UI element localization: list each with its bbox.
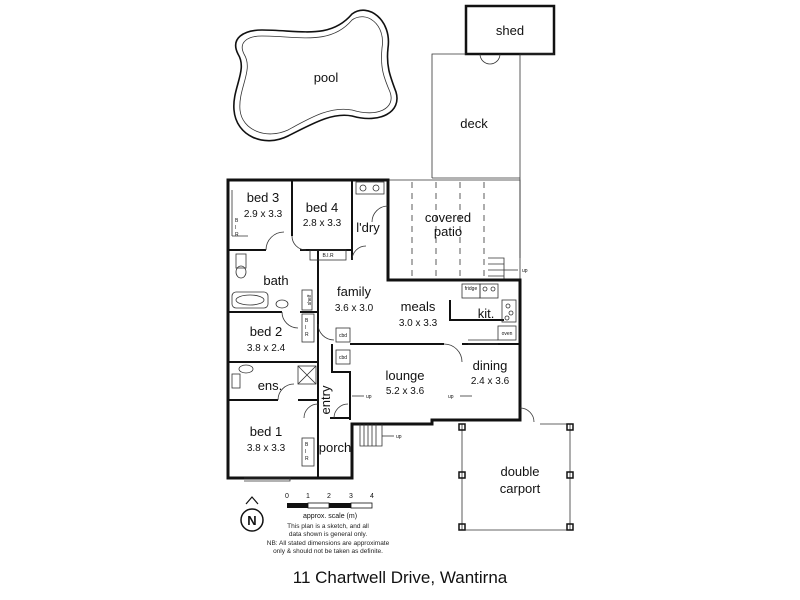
carport: double carport <box>458 423 574 531</box>
scale-label: approx. scale (m) <box>303 513 357 520</box>
porch: porch <box>319 440 352 455</box>
family: family 3.6 x 3.0 cbd cbd <box>335 284 374 365</box>
dining-dim: 2.4 x 3.6 <box>471 376 510 387</box>
ldry-label: l'dry <box>356 220 380 235</box>
bed3-label: bed 3 <box>247 190 280 205</box>
bed2-bir-b: B <box>305 318 309 324</box>
bed4-bir-label: B.I.R <box>322 253 334 259</box>
bed4: bed 4 2.8 x 3.3 B.I.R <box>291 200 347 261</box>
family-dim: 3.6 x 3.0 <box>335 303 374 314</box>
bed4-label: bed 4 <box>306 200 339 215</box>
bed1-dim: 3.8 x 3.3 <box>247 443 286 454</box>
disclaimer-line1: This plan is a sketch, and all <box>287 523 369 530</box>
scale-tick-0: 0 <box>285 493 289 500</box>
wall-oven-label: oven <box>502 331 513 337</box>
bed3-bir-r: R <box>235 232 239 238</box>
pool-area: pool <box>233 9 398 142</box>
lounge: lounge 5.2 x 3.6 up <box>352 343 463 400</box>
dining-up-label: up <box>448 394 454 400</box>
laundry: l'dry <box>351 181 389 261</box>
deck-label: deck <box>460 116 488 131</box>
bed1-bir-b: B <box>305 442 309 448</box>
kit-label: kit. <box>478 306 495 321</box>
cbd-label-1: cbd <box>339 333 347 339</box>
covered-patio: covered patio up <box>388 179 528 281</box>
shed: shed <box>464 4 556 65</box>
scale-tick-1: 1 <box>306 493 310 500</box>
kitchen: fridge kit. oven <box>461 283 517 345</box>
disclaimer-line4: only & should not be taken as definite. <box>273 548 383 555</box>
front-steps: up <box>359 424 402 447</box>
meals: meals 3.0 x 3.3 <box>399 299 438 329</box>
bed2-dim: 3.8 x 2.4 <box>247 343 286 354</box>
fridge-label-1: fridge <box>465 286 478 292</box>
bed3-bir-i: I <box>235 225 236 231</box>
lounge-dim: 5.2 x 3.6 <box>386 386 425 397</box>
scale-tick-4: 4 <box>370 493 374 500</box>
steps-up-label: up <box>396 434 402 440</box>
covered-patio-label-1: covered <box>425 210 471 225</box>
compass-icon: N <box>240 496 264 532</box>
dining-label: dining <box>473 358 508 373</box>
dining: dining 2.4 x 3.6 up <box>448 358 535 423</box>
bed2-label: bed 2 <box>250 324 283 339</box>
bed1-bir-i: I <box>305 449 306 455</box>
disclaimer-line3: NB: All stated dimensions are approximat… <box>267 540 390 547</box>
disclaimer: This plan is a sketch, and all data show… <box>267 523 390 555</box>
lounge-label: lounge <box>385 368 424 383</box>
bed3: bed 3 2.9 x 3.3 B I R <box>231 190 285 251</box>
lounge-up-label: up <box>366 394 372 400</box>
entry: entry <box>318 385 349 419</box>
bed1-bir-r: R <box>305 456 309 462</box>
carport-label-2: carport <box>500 481 541 496</box>
porch-label: porch <box>319 440 352 455</box>
meals-label: meals <box>401 299 436 314</box>
compass-letter: N <box>247 513 256 528</box>
bed2-bir-i: I <box>305 325 306 331</box>
carport-label-1: double <box>500 464 539 479</box>
bed1: bed 1 3.8 x 3.3 B I R <box>244 403 319 482</box>
entry-label: entry <box>318 385 333 414</box>
bed2: bed 2 3.8 x 2.4 B I R <box>247 311 335 354</box>
address-title: 11 Chartwell Drive, Wantirna <box>292 568 508 587</box>
bed3-dim: 2.9 x 3.3 <box>244 209 283 220</box>
scale-tick-3: 3 <box>349 493 353 500</box>
pool-label: pool <box>314 70 339 85</box>
family-label: family <box>337 284 371 299</box>
covered-patio-label-2: patio <box>434 224 462 239</box>
meals-dim: 3.0 x 3.3 <box>399 318 438 329</box>
bath-label: bath <box>263 273 288 288</box>
bed2-bir-r: R <box>305 332 309 338</box>
disclaimer-line2: data shown is general only. <box>289 531 367 538</box>
scale-tick-2: 2 <box>327 493 331 500</box>
cbd-label-2: cbd <box>339 355 347 361</box>
shed-label: shed <box>496 23 524 38</box>
scale-bar: 0 1 2 3 4 approx. scale (m) <box>285 493 374 520</box>
bed4-dim: 2.8 x 3.3 <box>303 218 342 229</box>
bed1-label: bed 1 <box>250 424 283 439</box>
patio-up-label: up <box>522 268 528 274</box>
ensuite: ens. <box>231 364 317 401</box>
shelf-label: shelf <box>307 294 313 305</box>
ens-label: ens. <box>258 378 283 393</box>
bed3-bir-b: B <box>235 218 239 224</box>
bath: bath shelf <box>231 253 313 311</box>
